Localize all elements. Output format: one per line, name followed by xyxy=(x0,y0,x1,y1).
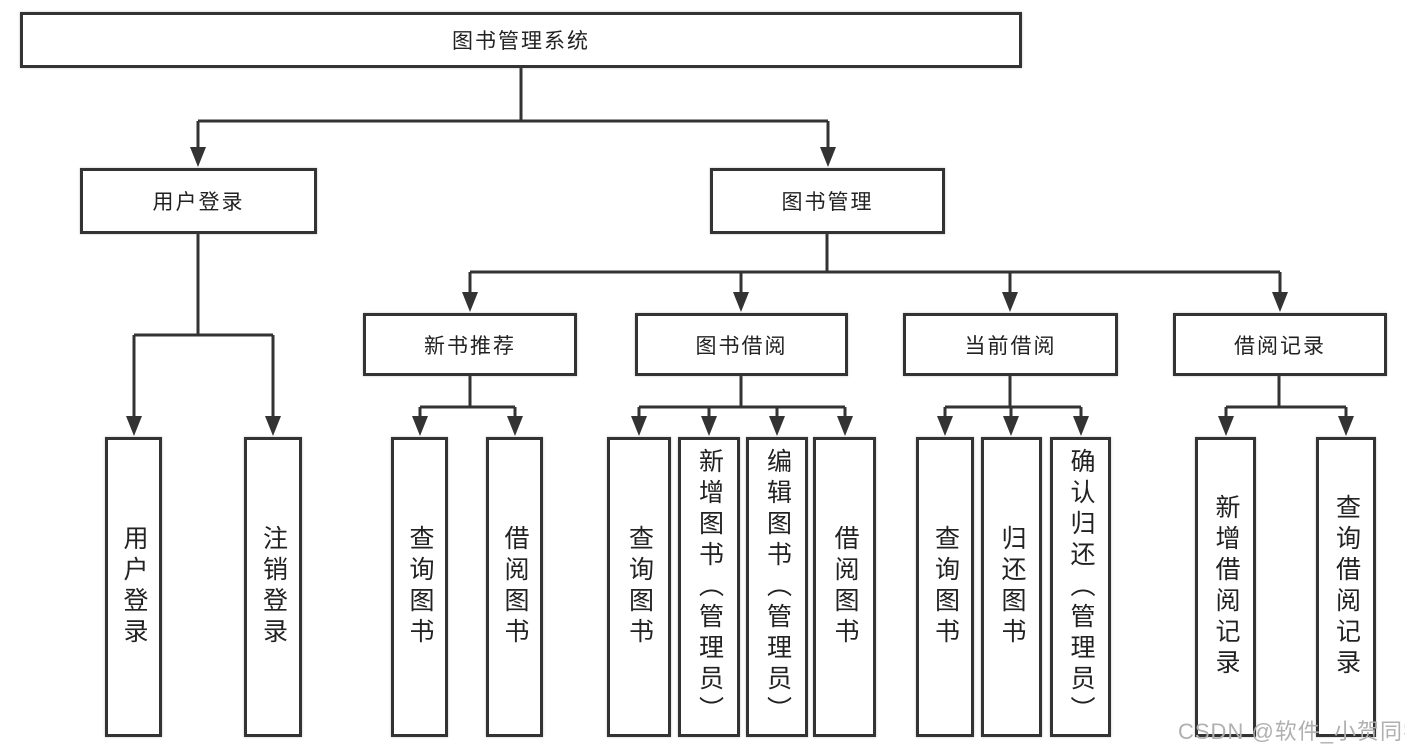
leaf-user-login: 用户登录 xyxy=(105,437,162,737)
connector-path xyxy=(132,68,1348,419)
leaf-query-books-2-label: 查询图书 xyxy=(625,525,654,649)
leaf-query-books: 查询图书 xyxy=(391,437,448,737)
node-library-system: 图书管理系统 xyxy=(20,12,1022,68)
leaf-edit-books-admin-label: 编辑图书（管理员） xyxy=(763,447,792,727)
leaf-borrow-books-2-label: 借阅图书 xyxy=(831,525,859,649)
leaf-query-books-label: 查询图书 xyxy=(406,525,434,649)
leaf-logout: 注销登录 xyxy=(244,437,302,737)
node-new-book-recommendation-label: 新书推荐 xyxy=(424,334,516,358)
node-current-borrowing-label: 当前借阅 xyxy=(964,334,1057,358)
leaf-add-books-admin: 新增图书（管理员） xyxy=(678,437,740,737)
leaf-borrow-books-label: 借阅图书 xyxy=(501,525,529,649)
node-user-login-label: 用户登录 xyxy=(152,191,245,214)
node-user-login: 用户登录 xyxy=(80,168,317,234)
node-book-management-label: 图书管理 xyxy=(781,191,874,214)
leaf-borrow-books-2: 借阅图书 xyxy=(813,437,876,737)
leaf-return-books: 归还图书 xyxy=(981,437,1042,737)
node-library-system-label: 图书管理系统 xyxy=(452,30,590,53)
leaf-borrow-books: 借阅图书 xyxy=(486,437,543,737)
leaf-add-borrow-record: 新增借阅记录 xyxy=(1195,437,1256,737)
node-borrowing-records: 借阅记录 xyxy=(1173,313,1387,376)
leaf-edit-books-admin: 编辑图书（管理员） xyxy=(746,437,808,737)
leaf-query-books-3-label: 查询图书 xyxy=(931,525,960,649)
node-book-borrowing: 图书借阅 xyxy=(635,313,848,376)
leaf-query-books-3: 查询图书 xyxy=(916,437,974,737)
leaf-add-borrow-record-label: 新增借阅记录 xyxy=(1212,494,1240,680)
leaf-query-borrow-record: 查询借阅记录 xyxy=(1316,437,1376,737)
node-new-book-recommendation: 新书推荐 xyxy=(363,313,577,376)
leaf-add-books-admin-label: 新增图书（管理员） xyxy=(695,447,724,727)
leaf-user-login-label: 用户登录 xyxy=(120,525,148,649)
leaf-query-borrow-record-label: 查询借阅记录 xyxy=(1332,494,1361,680)
node-current-borrowing: 当前借阅 xyxy=(903,313,1118,376)
leaf-query-books-2: 查询图书 xyxy=(607,437,671,737)
csdn-watermark: CSDN @软件_小贺同学 xyxy=(1178,719,1405,744)
node-book-management: 图书管理 xyxy=(710,168,945,234)
leaf-confirm-return-admin-label: 确认归还（管理员） xyxy=(1067,447,1095,727)
leaf-logout-label: 注销登录 xyxy=(259,525,288,649)
leaf-return-books-label: 归还图书 xyxy=(998,525,1026,649)
node-book-borrowing-label: 图书借阅 xyxy=(695,334,788,358)
leaf-confirm-return-admin: 确认归还（管理员） xyxy=(1050,437,1111,737)
node-borrowing-records-label: 借阅记录 xyxy=(1234,334,1326,358)
